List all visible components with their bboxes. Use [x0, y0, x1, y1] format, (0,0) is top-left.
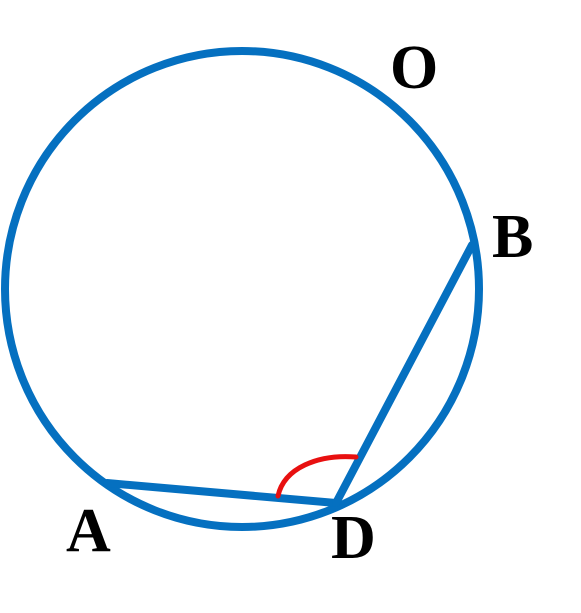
circle-o	[1, 47, 483, 531]
label-a: A	[66, 497, 111, 565]
chord-ad	[103, 479, 340, 507]
label-d: D	[331, 504, 376, 572]
label-b: B	[492, 203, 533, 271]
label-o: O	[390, 34, 438, 102]
chord-db	[332, 241, 476, 507]
angle-adb-arc	[275, 454, 359, 499]
